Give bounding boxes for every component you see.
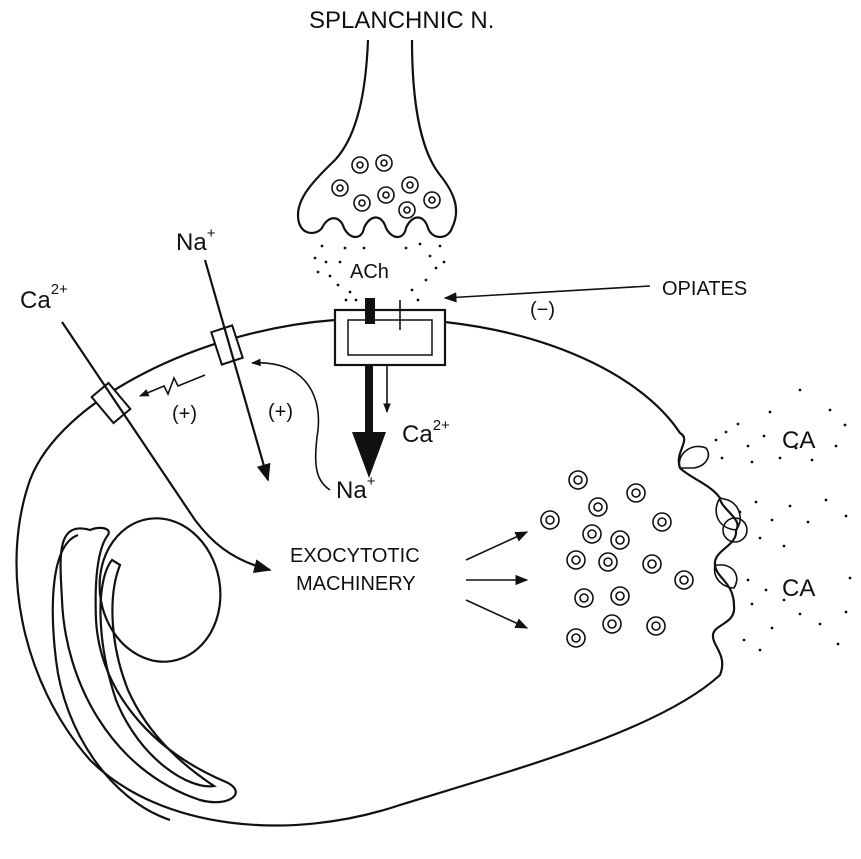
label-ach: ACh bbox=[350, 261, 389, 283]
label-exocytotic: EXOCYTOTIC bbox=[290, 545, 420, 567]
label-ca-release-2: CA bbox=[782, 575, 815, 602]
label-ca-channel: Ca2+ bbox=[402, 417, 450, 448]
label-opiates: OPIATES bbox=[662, 278, 747, 300]
label-splanchnic-nerve: SPLANCHNIC N. bbox=[309, 7, 494, 34]
exocytosis-pockets bbox=[679, 446, 747, 588]
opiates-arrow bbox=[445, 286, 650, 298]
receptor-flux-bar bbox=[365, 365, 373, 435]
label-inhibition: (−) bbox=[530, 299, 555, 321]
na-channel[interactable] bbox=[211, 325, 242, 364]
label-na-inside: Na+ bbox=[336, 473, 376, 504]
na-feedback-arrow bbox=[252, 363, 330, 490]
chromaffin-granules bbox=[541, 471, 693, 647]
label-plus-right: (+) bbox=[268, 401, 293, 423]
exo-arrow-3 bbox=[466, 600, 527, 628]
golgi-cisternae bbox=[53, 528, 236, 820]
na-influx-arrow bbox=[205, 260, 268, 480]
label-machinery: MACHINERY bbox=[296, 573, 416, 595]
label-na-top: Na+ bbox=[176, 225, 216, 256]
label-ca-release-1: CA bbox=[782, 427, 815, 454]
receptor-flux-arrowhead bbox=[352, 432, 386, 478]
label-ca-left: Ca2+ bbox=[20, 281, 68, 314]
nucleus bbox=[88, 509, 231, 672]
nicotinic-receptor[interactable] bbox=[335, 298, 445, 365]
depolarization-arrow bbox=[140, 375, 205, 396]
label-plus-left: (+) bbox=[172, 403, 197, 425]
exo-arrow-1 bbox=[466, 532, 527, 560]
synaptic-vesicles bbox=[332, 155, 440, 218]
